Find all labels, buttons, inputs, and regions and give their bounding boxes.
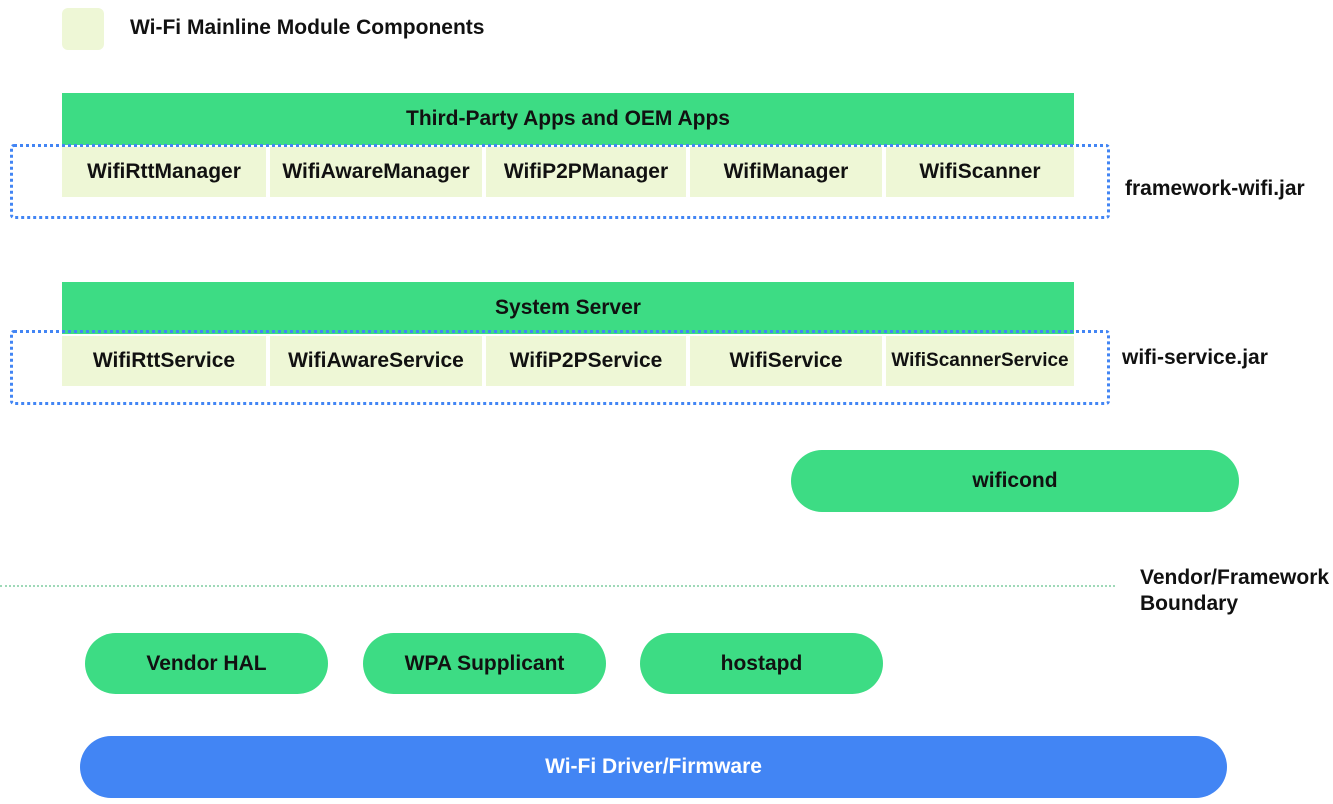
boundary-label-line2: Boundary bbox=[1140, 592, 1239, 615]
system-server-bar: System Server bbox=[62, 282, 1074, 334]
wifi-aware-service: WifiAwareService bbox=[270, 336, 482, 386]
legend-swatch bbox=[62, 8, 104, 50]
service-jar-boundary bbox=[10, 330, 1110, 405]
wifi-rtt-manager: WifiRttManager bbox=[62, 147, 266, 197]
hostapd-pill: hostapd bbox=[640, 633, 883, 694]
framework-jar-label: framework-wifi.jar bbox=[1125, 177, 1305, 200]
wifi-p2p-manager: WifiP2PManager bbox=[486, 147, 686, 197]
wificond-pill: wificond bbox=[791, 450, 1239, 512]
framework-jar-boundary bbox=[10, 144, 1110, 219]
wifi-rtt-service: WifiRttService bbox=[62, 336, 266, 386]
wpa-supplicant-pill: WPA Supplicant bbox=[363, 633, 606, 694]
wifi-aware-manager: WifiAwareManager bbox=[270, 147, 482, 197]
wifi-driver-firmware-bar: Wi-Fi Driver/Firmware bbox=[80, 736, 1227, 798]
wifi-scanner-service: WifiScannerService bbox=[886, 336, 1074, 386]
boundary-label: Vendor/Framework Boundary bbox=[1140, 565, 1329, 617]
wifi-manager: WifiManager bbox=[690, 147, 882, 197]
legend-label: Wi-Fi Mainline Module Components bbox=[130, 16, 485, 39]
wifi-p2p-service: WifiP2PService bbox=[486, 336, 686, 386]
wifi-scanner: WifiScanner bbox=[886, 147, 1074, 197]
wifi-service: WifiService bbox=[690, 336, 882, 386]
boundary-label-line1: Vendor/Framework bbox=[1140, 566, 1330, 589]
service-jar-label: wifi-service.jar bbox=[1122, 346, 1268, 369]
vendor-framework-boundary-line bbox=[0, 585, 1115, 587]
vendor-hal-pill: Vendor HAL bbox=[85, 633, 328, 694]
third-party-apps-bar: Third-Party Apps and OEM Apps bbox=[62, 93, 1074, 145]
